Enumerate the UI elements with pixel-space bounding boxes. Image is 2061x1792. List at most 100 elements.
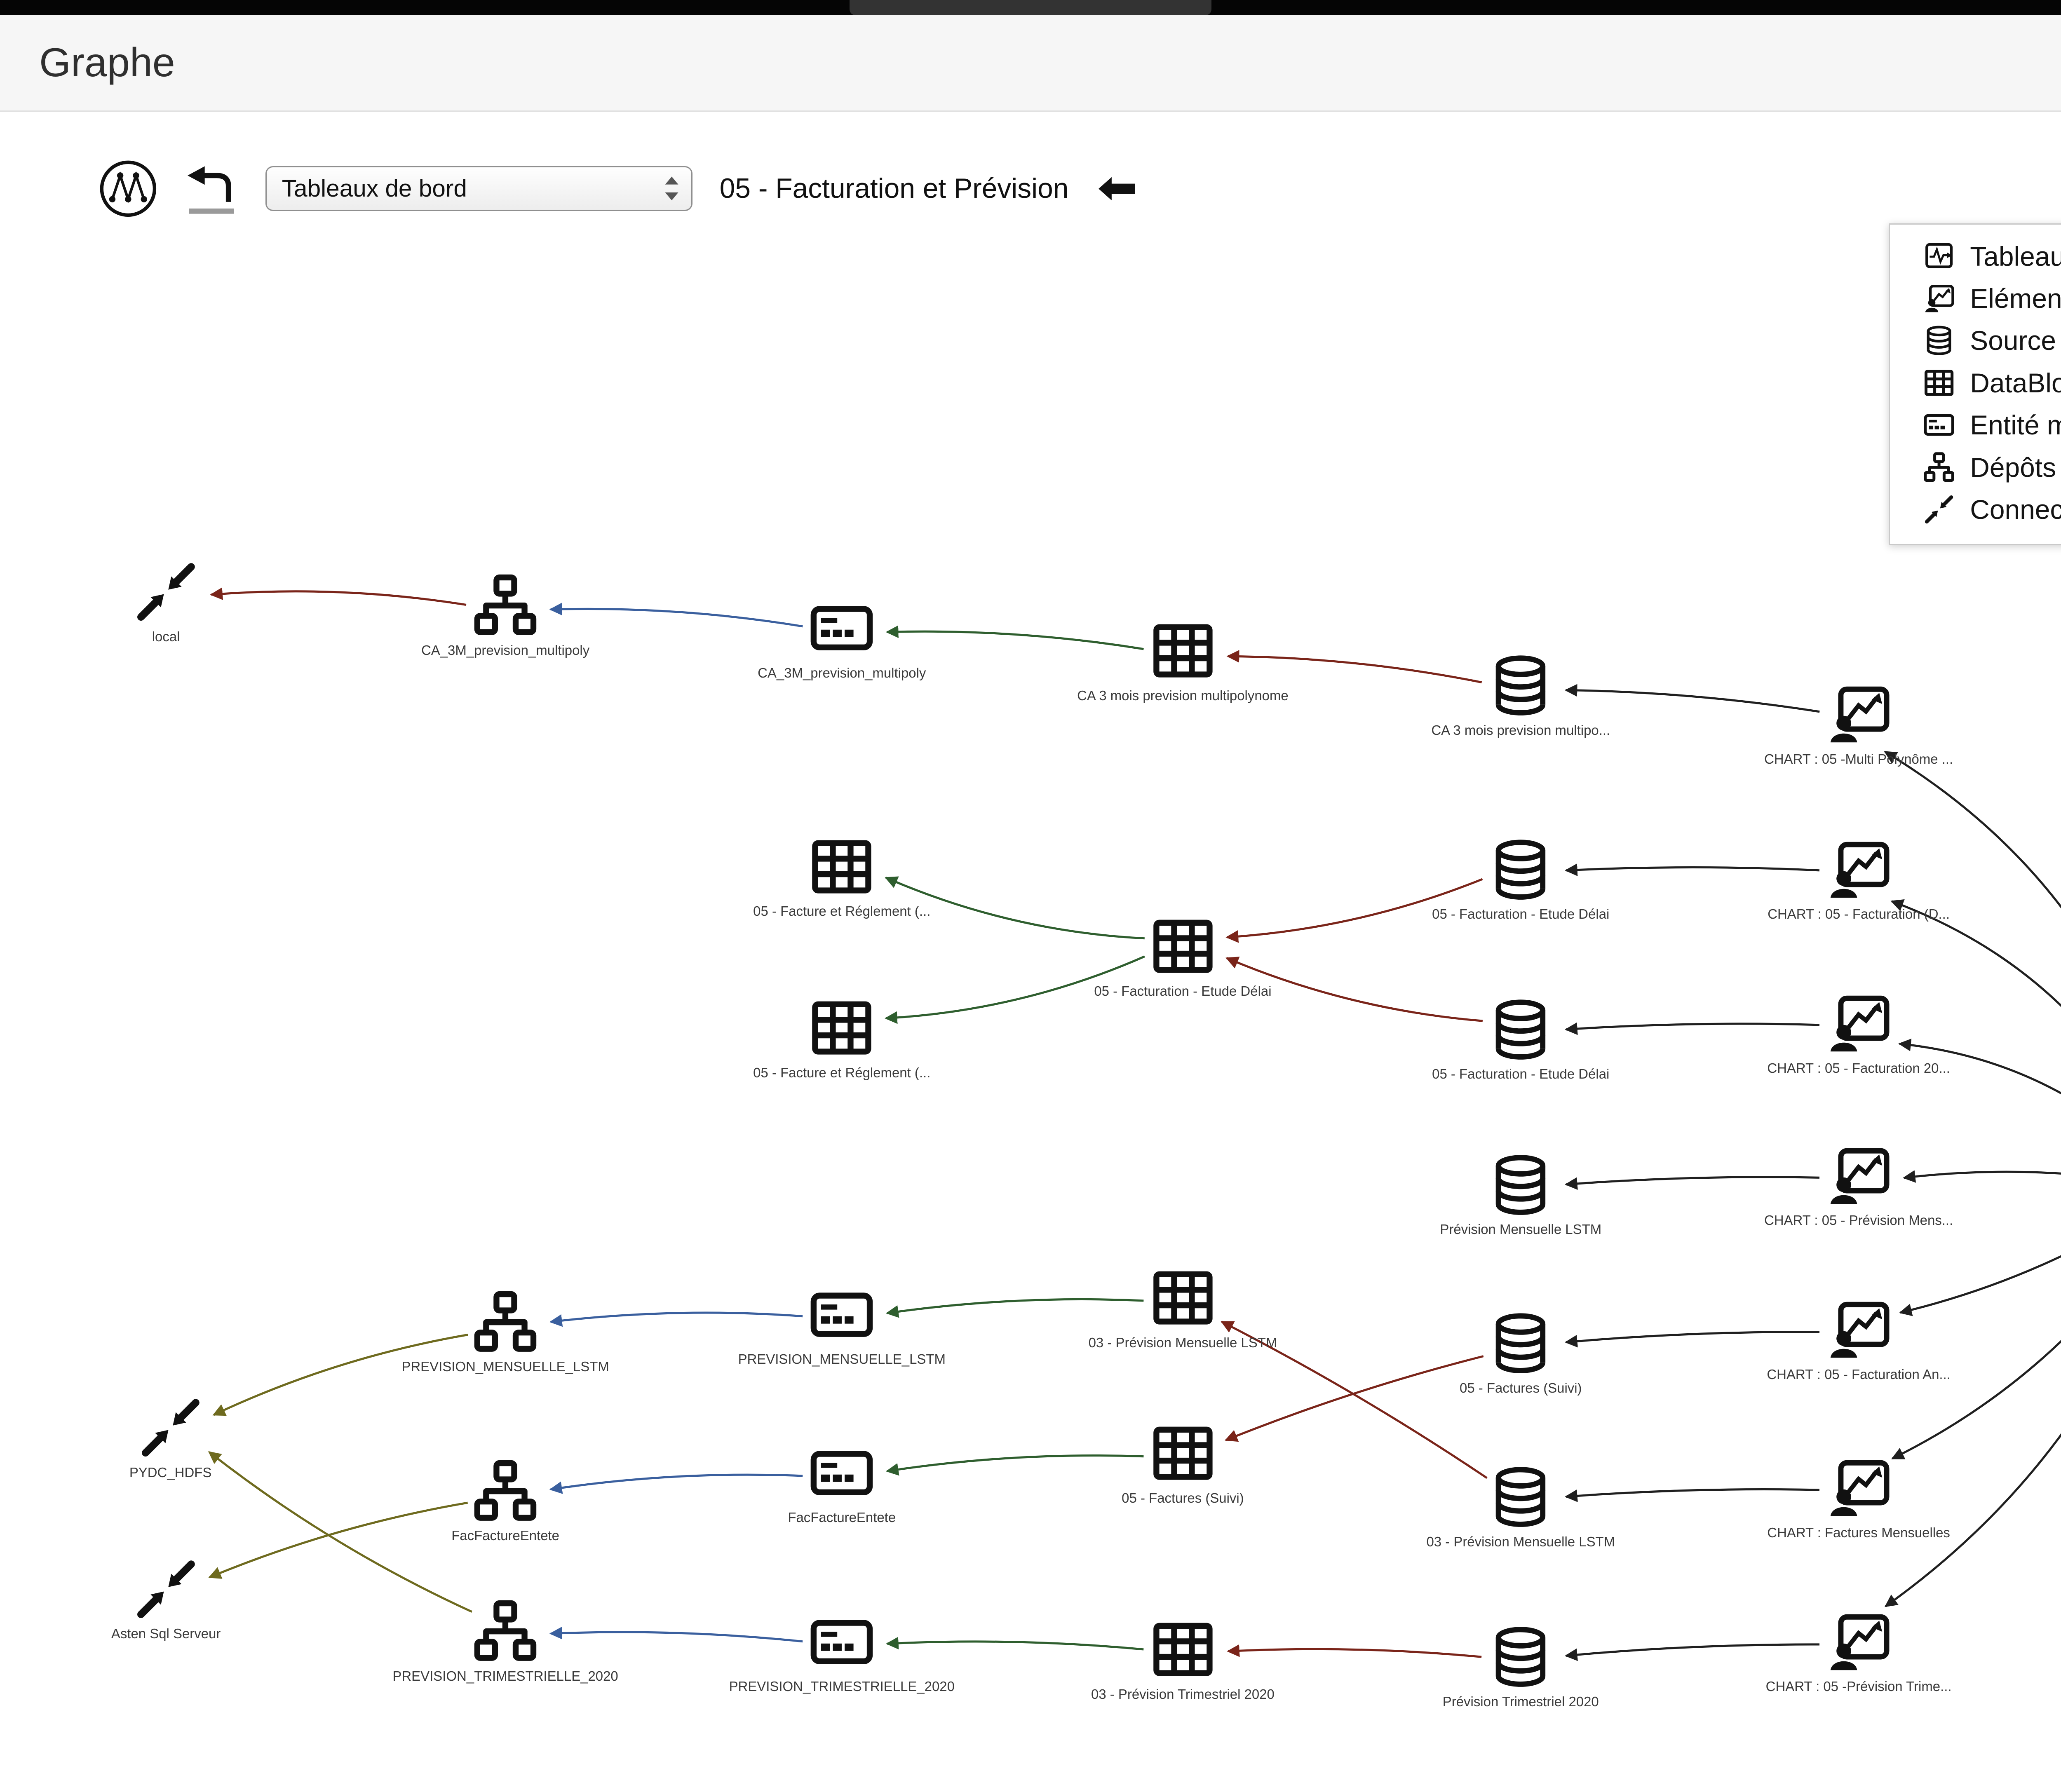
element-icon [1823, 1607, 1894, 1677]
node-label: PREVISION_MENSUELLE_LSTM [738, 1351, 946, 1367]
graph-node-local[interactable]: local [33, 557, 299, 645]
node-label: CHART : 05 - Facturation 20... [1767, 1060, 1950, 1076]
connector-icon [131, 1554, 202, 1625]
modal-header: Graphe × [0, 15, 2061, 112]
graph-node-db2a[interactable]: 05 - Facture et Réglement (... [709, 831, 974, 919]
graph-node-db1[interactable]: CA 3 mois prevision multipolynome [1050, 615, 1315, 704]
background-page-strip [0, 0, 2061, 15]
node-label: 03 - Prévision Trimestriel 2020 [1091, 1686, 1275, 1702]
graph-node-src4[interactable]: 05 - Factures (Suivi) [1388, 1308, 1653, 1396]
node-label: 05 - Facturation - Etude Délai [1432, 906, 1610, 922]
graph-node-src6[interactable]: Prévision Trimestriel 2020 [1388, 1621, 1653, 1710]
datablock-icon [1147, 1418, 1218, 1489]
node-label: CHART : 05 -Multi Polynôme ... [1764, 751, 1953, 767]
graph-node-chart5[interactable]: CHART : 05 - Facturation An... [1726, 1294, 1991, 1382]
connector-icon [131, 557, 202, 628]
datablock-icon [1147, 1262, 1218, 1333]
graph-node-chart1[interactable]: CHART : 05 -Multi Polynôme ... [1726, 679, 1991, 767]
depot-icon [470, 1456, 541, 1527]
node-label: 05 - Facturation - Etude Délai [1432, 1066, 1610, 1082]
source-icon [1485, 1462, 1556, 1533]
legend-label: Connecteur-Lecteur [1970, 494, 2061, 525]
depot-icon [470, 570, 541, 641]
graph-node-depot2[interactable]: PREVISION_MENSUELLE_LSTM [373, 1287, 638, 1375]
source-icon [1485, 834, 1556, 905]
node-label: CHART : 05 - Facturation (D... [1768, 906, 1950, 922]
modal-title: Graphe [39, 40, 175, 85]
graph-node-entity3[interactable]: FacFactureEntete [709, 1438, 974, 1526]
graph-node-chart6[interactable]: CHART : Factures Mensuelles [1726, 1453, 1991, 1541]
element-icon [1823, 1453, 1894, 1524]
node-label: 05 - Facture et Réglement (... [753, 1065, 931, 1080]
graph-node-db3[interactable]: 03 - Prévision Mensuelle LSTM [1050, 1262, 1315, 1351]
connector-icon [1922, 492, 1956, 527]
element-icon [1823, 834, 1894, 905]
graph-node-asten[interactable]: Asten Sql Serveur [33, 1554, 299, 1642]
element-icon [1823, 1140, 1894, 1211]
graph-node-src2b[interactable]: 05 - Facturation - Etude Délai [1388, 994, 1653, 1082]
node-label: Asten Sql Serveur [111, 1626, 221, 1642]
graph-node-src1[interactable]: CA 3 mois prevision multipo... [1388, 650, 1653, 738]
node-label: FacFactureEntete [451, 1528, 559, 1543]
source-icon [1485, 1308, 1556, 1379]
entity-icon [806, 593, 877, 664]
element-icon [1823, 988, 1894, 1059]
current-dashboard-label: 05 - Facturation et Prévision [719, 173, 1069, 204]
node-label: CHART : Factures Mensuelles [1767, 1525, 1950, 1541]
undo-icon[interactable] [181, 157, 244, 220]
legend-label: Entité métier [1970, 410, 2061, 441]
graph-node-depot3[interactable]: FacFactureEntete [373, 1456, 638, 1544]
node-label: PYDC_HDFS [129, 1464, 212, 1480]
graph-node-src5[interactable]: 03 - Prévision Mensuelle LSTM [1388, 1462, 1653, 1550]
graph-node-depot1[interactable]: CA_3M_prevision_multipoly [373, 570, 638, 658]
scope-select[interactable]: Tableaux de bord [265, 166, 692, 211]
entity-icon [806, 1438, 877, 1508]
legend-item-dashboard: Tableau de bord [1890, 235, 2061, 277]
legend-item-entity: Entité métier [1890, 404, 2061, 446]
graph-node-db5[interactable]: 03 - Prévision Trimestriel 2020 [1050, 1614, 1315, 1702]
legend-item-connector: Connecteur-Lecteur [1890, 488, 2061, 530]
node-label: CA_3M_prevision_multipoly [421, 643, 590, 658]
legend-label: Tableau de bord [1970, 241, 2061, 272]
source-icon [1485, 650, 1556, 721]
node-label: CA 3 mois prevision multipolynome [1077, 687, 1289, 703]
graph-node-entity4[interactable]: PREVISION_TRIMESTRIELLE_2020 [709, 1607, 974, 1695]
node-label: PREVISION_TRIMESTRIELLE_2020 [392, 1668, 618, 1684]
graph-view-icon[interactable] [96, 157, 160, 220]
graph-node-pydc[interactable]: PYDC_HDFS [38, 1392, 303, 1480]
graph-node-src2a[interactable]: 05 - Facturation - Etude Délai [1388, 834, 1653, 922]
back-arrow-icon[interactable] [1096, 175, 1136, 202]
datablock-icon [1922, 366, 1956, 400]
background-page-header [849, 0, 1211, 15]
graph-node-db2b[interactable]: 05 - Facture et Réglement (... [709, 992, 974, 1081]
legend-label: DataBlock [1970, 367, 2061, 398]
datablock-icon [806, 831, 877, 902]
graph-node-entity2[interactable]: PREVISION_MENSUELLE_LSTM [709, 1279, 974, 1367]
graph-node-src3[interactable]: Prévision Mensuelle LSTM [1388, 1149, 1653, 1238]
select-spinner-icon [665, 176, 678, 201]
datablock-icon [1147, 911, 1218, 982]
node-label: CHART : 05 - Prévision Mens... [1764, 1213, 1953, 1228]
node-label: 03 - Prévision Mensuelle LSTM [1426, 1534, 1615, 1550]
source-icon [1485, 1621, 1556, 1692]
graph-node-chart3[interactable]: CHART : 05 - Facturation 20... [1726, 988, 1991, 1076]
legend-label: Dépôts de données [1970, 452, 2061, 483]
graph-node-chart4[interactable]: CHART : 05 - Prévision Mens... [1726, 1140, 1991, 1229]
entity-icon [806, 1607, 877, 1677]
source-icon [1485, 994, 1556, 1065]
graph-node-entity1[interactable]: CA_3M_prevision_multipoly [709, 593, 974, 681]
node-label: PREVISION_MENSUELLE_LSTM [401, 1359, 609, 1374]
node-label: 05 - Factures (Suivi) [1460, 1380, 1582, 1396]
datablock-icon [806, 992, 877, 1063]
legend-item-element: Elément [1890, 277, 2061, 319]
graph-node-depot4[interactable]: PREVISION_TRIMESTRIELLE_2020 [373, 1596, 638, 1684]
node-label: CHART : 05 - Facturation An... [1767, 1366, 1951, 1382]
graph-node-chart7[interactable]: CHART : 05 -Prévision Trime... [1726, 1607, 1991, 1695]
graph-node-db2[interactable]: 05 - Facturation - Etude Délai [1050, 911, 1315, 999]
graph-node-chart2[interactable]: CHART : 05 - Facturation (D... [1726, 834, 1991, 922]
graph-toolbar: Tableaux de bord 05 - Facturation et Pré… [96, 157, 1136, 220]
legend: Tableau de bordElémentSourceDataBlockEnt… [1889, 223, 2061, 546]
graph-node-db4[interactable]: 05 - Factures (Suivi) [1050, 1418, 1315, 1506]
